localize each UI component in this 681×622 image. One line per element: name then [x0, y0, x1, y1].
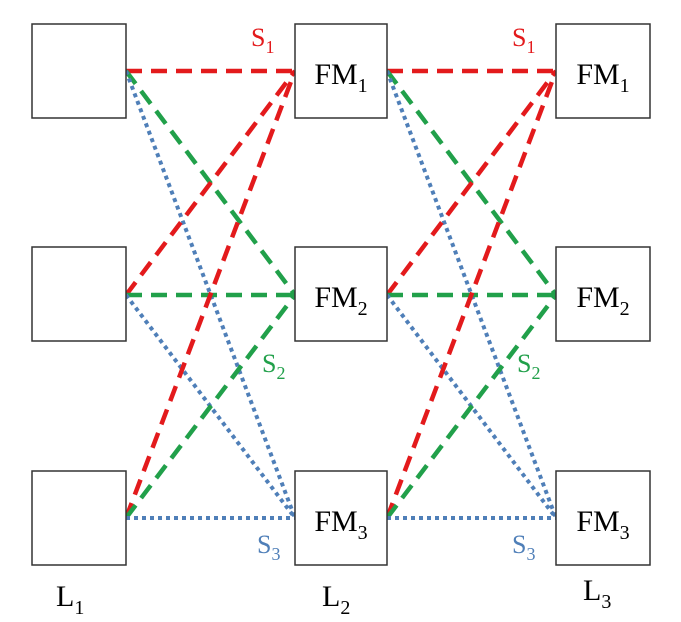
edge-l1-row2-to-s1	[124, 69, 297, 297]
layer3-box-1-label: FM1	[576, 58, 629, 97]
layer2-box-1	[294, 23, 388, 119]
stream-label-s3-right: S3	[512, 530, 535, 564]
layer2-box-3	[294, 470, 388, 566]
edge-l2-row3-to-s2	[385, 293, 558, 520]
edge-l1-row3-to-s1	[123, 70, 298, 519]
layer1-box-1	[31, 23, 127, 119]
layer2-box-2-label: FM2	[314, 281, 367, 320]
layer2-box-2	[294, 246, 388, 342]
stream-label-s1-right: S1	[512, 23, 535, 57]
stream-label-s3-left: S3	[257, 530, 280, 564]
layer3-box-1	[555, 23, 651, 119]
layer1-label: L1	[56, 580, 84, 619]
connection-lines	[123, 68, 559, 520]
layer1-box-2	[31, 246, 127, 342]
edge-l1-row3-to-s2	[124, 293, 297, 520]
layer1-box-3	[31, 470, 127, 566]
stream-label-s2-left: S2	[262, 349, 285, 383]
layer2-box-3-label: FM3	[314, 505, 367, 544]
layer3-box-2	[555, 246, 651, 342]
layer3-box-3	[555, 470, 651, 566]
layer3-box-3-label: FM3	[576, 505, 629, 544]
layer3-label: L3	[583, 574, 611, 613]
layer2-box-1-label: FM1	[314, 58, 367, 97]
stream-label-s2-right: S2	[517, 349, 540, 383]
stream-label-s1-left: S1	[251, 23, 274, 57]
edge-l2-row3-to-s1	[384, 70, 559, 519]
edge-l2-row2-to-s1	[385, 69, 558, 297]
layer2-label: L2	[322, 580, 350, 619]
layer3-box-2-label: FM2	[576, 281, 629, 320]
